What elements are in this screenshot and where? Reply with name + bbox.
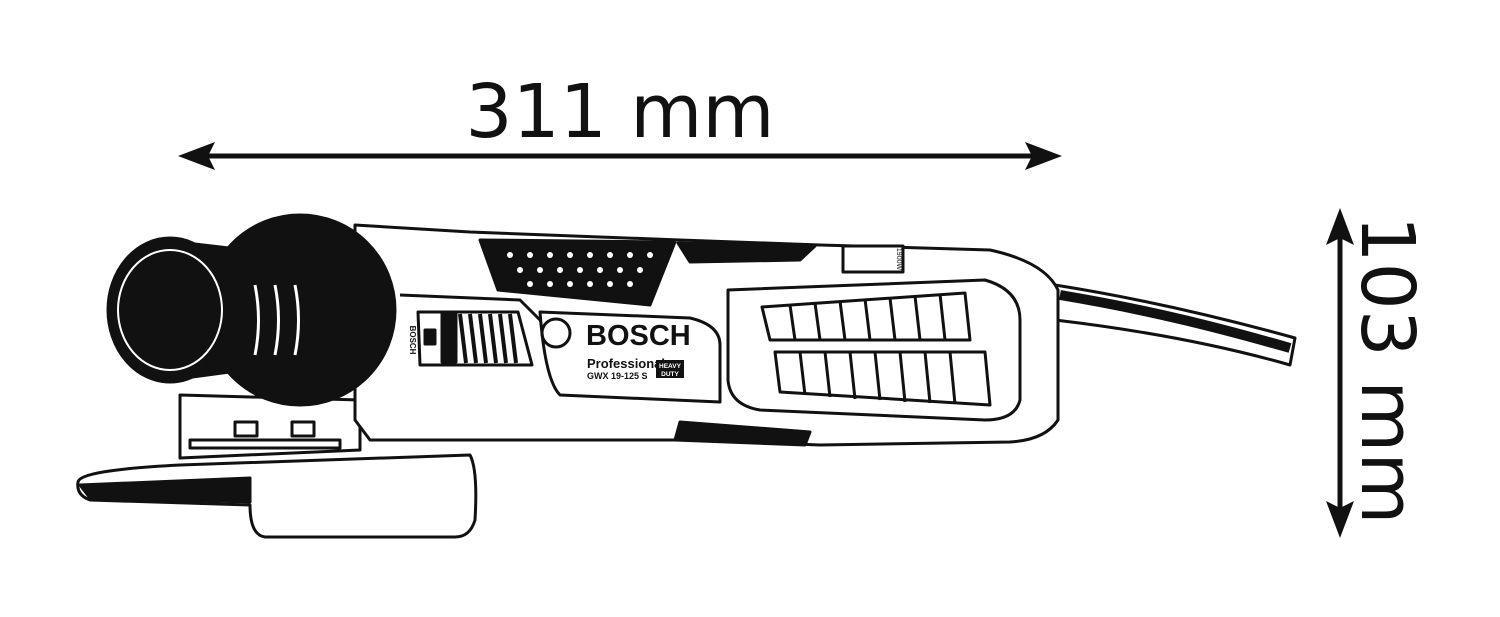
height-dimension: 103 mm — [1326, 208, 1430, 538]
badge-line2: DUTY — [661, 371, 679, 378]
speed-dial-ridges — [458, 313, 518, 364]
cable-core — [1059, 290, 1292, 353]
power-plate — [841, 244, 905, 274]
gear-head-vents — [188, 420, 342, 450]
grinding-disc — [78, 476, 252, 504]
vent-ribs — [788, 293, 957, 405]
brand-label: BOSCH — [586, 320, 691, 352]
line-label: Professional — [587, 356, 665, 371]
label-panel — [538, 310, 722, 404]
wheel-guard — [76, 453, 478, 539]
heavy-duty-badge — [656, 360, 684, 378]
arrowhead-left-icon — [178, 142, 215, 170]
indicator — [423, 328, 437, 346]
arrowhead-right-icon — [1025, 142, 1062, 170]
length-dimension: 311 mm — [178, 69, 1062, 170]
height-label: 103 mm — [1344, 216, 1430, 525]
arrowhead-down-icon — [1326, 501, 1354, 538]
power-label: 1900W — [895, 248, 902, 271]
side-brand-label: BOSCH — [408, 326, 417, 355]
handle-end-rim — [117, 249, 223, 371]
bottom-grip-texture — [673, 420, 812, 447]
arrowhead-up-icon — [1326, 208, 1354, 245]
grip-dots — [507, 252, 653, 287]
handle-ribs — [253, 284, 300, 356]
dial-dark — [440, 312, 458, 364]
bosch-logo-icon — [540, 317, 572, 349]
tool-branding: BOSCH Professional GWX 19-125 S HEAVY DU… — [408, 248, 902, 381]
model-label: GWX 19-125 S — [587, 371, 648, 381]
top-grip-texture-2 — [676, 241, 817, 264]
angle-grinder-illustration — [76, 213, 1297, 539]
badge-line1: HEAVY — [659, 363, 682, 370]
length-label: 311 mm — [466, 69, 775, 155]
